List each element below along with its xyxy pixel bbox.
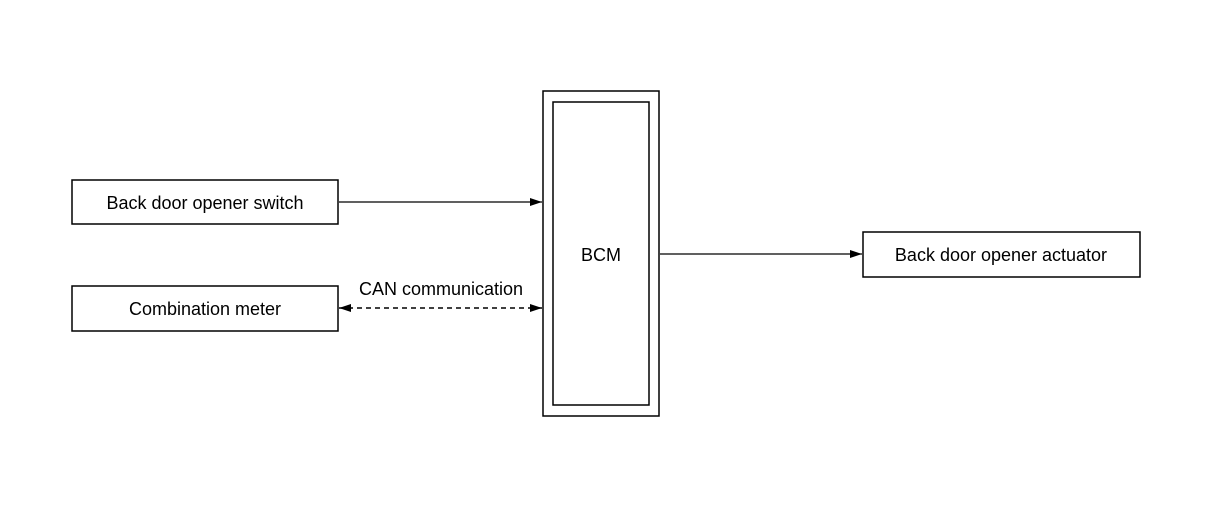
back-door-opener-switch-box: Back door opener switch bbox=[71, 179, 339, 225]
combination-meter-box: Combination meter bbox=[71, 285, 339, 332]
combination-meter-label: Combination meter bbox=[129, 299, 281, 319]
bcm-label: BCM bbox=[581, 245, 621, 265]
bcm-box: BCM bbox=[542, 90, 660, 417]
back-door-opener-actuator-box: Back door opener actuator bbox=[862, 231, 1141, 278]
back-door-opener-actuator-label: Back door opener actuator bbox=[895, 245, 1107, 265]
back-door-opener-switch-label: Back door opener switch bbox=[106, 193, 303, 213]
can-communication-label: CAN communication bbox=[359, 279, 523, 299]
